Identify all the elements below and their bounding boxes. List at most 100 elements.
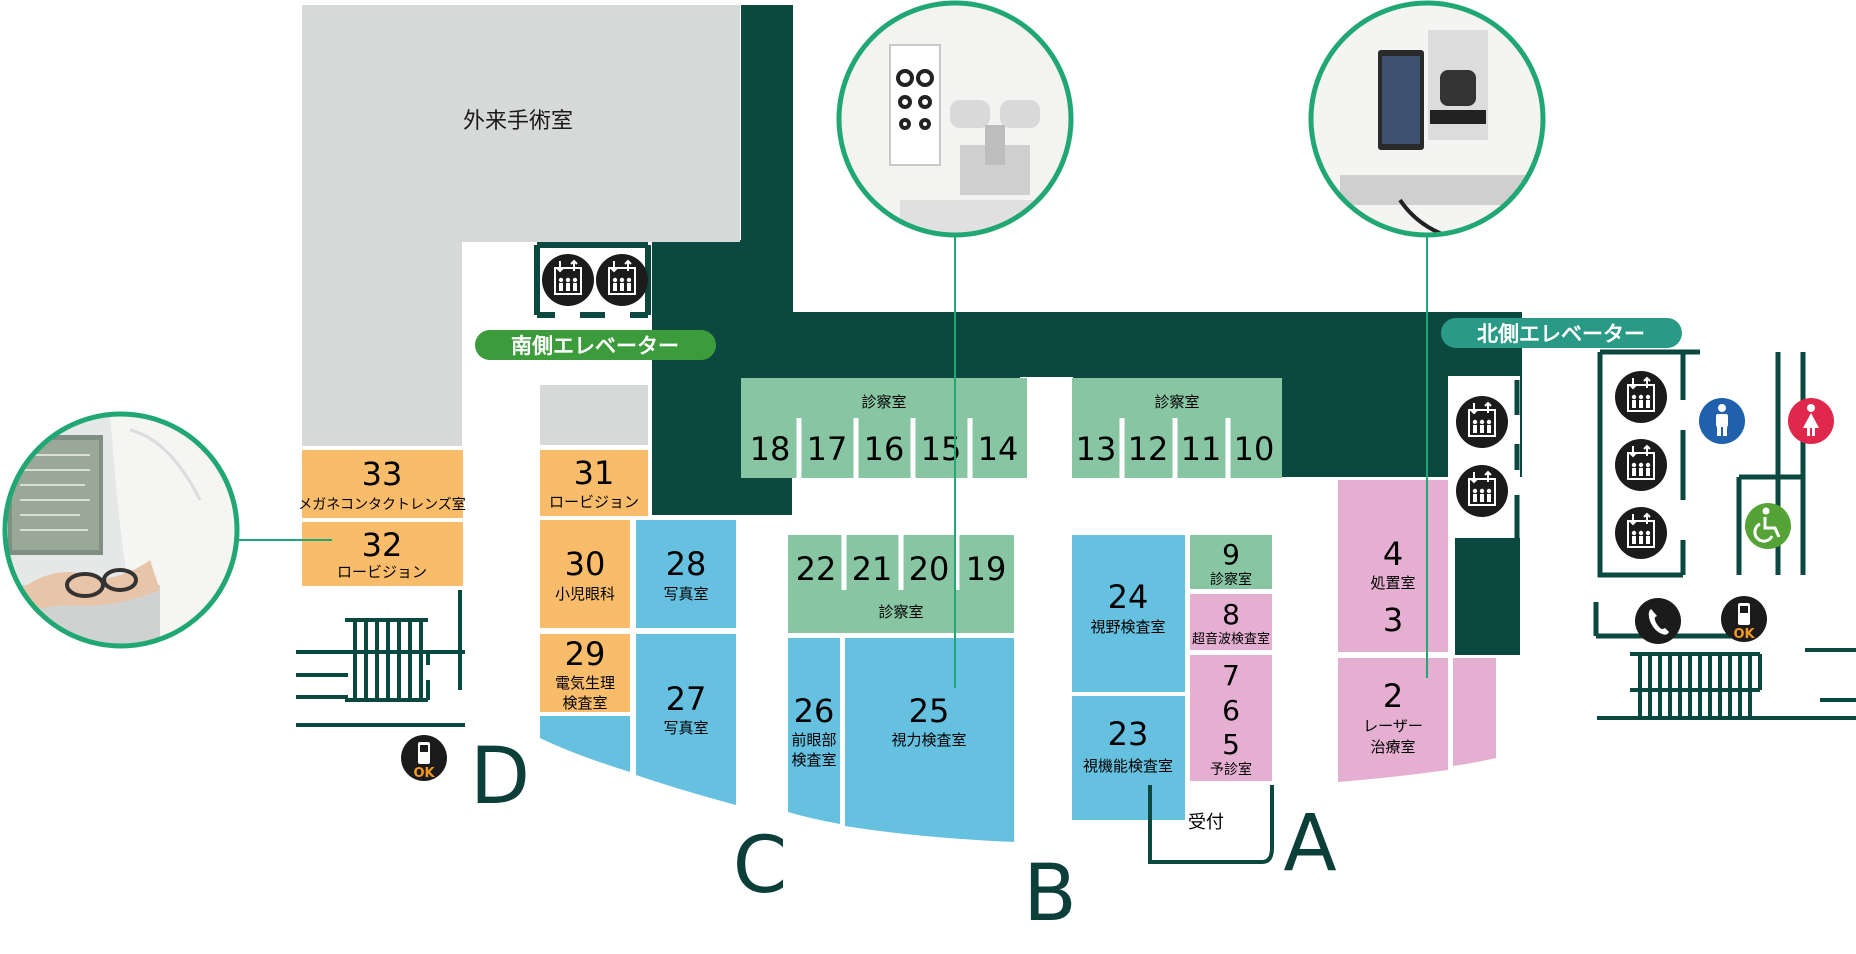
room-6-number: 6: [1222, 694, 1240, 727]
reception-label: 受付: [1188, 812, 1224, 833]
room-29[interactable]: 29 電気生理 検査室: [540, 634, 630, 712]
exam-rooms-13-10[interactable]: 診察室 13 12 11 10: [1072, 378, 1282, 478]
room-32-number: 32: [362, 526, 403, 564]
room-2-number: 2: [1383, 677, 1403, 715]
accessible-restroom-icon: [1745, 503, 1791, 549]
room-27[interactable]: 27 写真室: [636, 634, 736, 805]
reception-desk[interactable]: 受付: [1148, 785, 1274, 864]
exam-room-20: 20: [909, 550, 950, 588]
room-28-number: 28: [666, 545, 707, 583]
room-26-name-line2: 検査室: [791, 751, 836, 769]
exam-room-16: 16: [864, 430, 905, 468]
room-25-number: 25: [909, 692, 950, 730]
photo-slit-lamp: [1308, 0, 1546, 238]
room-8-number: 8: [1222, 598, 1240, 631]
area-c-label: C: [733, 821, 787, 911]
room-9-number: 9: [1222, 538, 1240, 571]
exam-room-13: 13: [1076, 430, 1117, 468]
callout-lines: [237, 236, 1428, 688]
room-8[interactable]: 8 超音波検査室: [1190, 594, 1272, 650]
room-8-name: 超音波検査室: [1192, 631, 1270, 647]
exam-rooms-22-19[interactable]: 22 21 20 19 診察室: [788, 535, 1014, 633]
exam-room-17: 17: [807, 430, 848, 468]
exam-group-a-title: 診察室: [861, 393, 906, 411]
exam-room-22: 22: [796, 550, 837, 588]
room-25-name: 視力検査室: [891, 731, 966, 749]
room-26-number: 26: [794, 692, 835, 730]
north-elevator-bay-small: [1455, 380, 1520, 538]
public-phone-icon: [1635, 598, 1681, 644]
elevator-icon[interactable]: [1614, 370, 1668, 424]
room-24-number: 24: [1108, 578, 1149, 616]
room-27-number: 27: [666, 680, 707, 718]
room-28[interactable]: 28 写真室: [636, 520, 736, 628]
blue-room-corner: [540, 716, 630, 772]
area-a-label: A: [1283, 799, 1336, 889]
room-29-number: 29: [565, 635, 606, 673]
room-2-name-line1: レーザー: [1363, 717, 1423, 735]
exam-room-10: 10: [1234, 430, 1275, 468]
photo-glasses-fitting: [2, 411, 240, 649]
room-28-name: 写真室: [663, 585, 708, 603]
stairs-north: [1597, 648, 1856, 720]
room-2[interactable]: 2 レーザー 治療室: [1338, 658, 1448, 782]
room-27-name: 写真室: [663, 719, 708, 737]
room-3-number: 3: [1383, 601, 1403, 639]
mens-restroom-icon: [1699, 398, 1745, 444]
elevator-icon[interactable]: [1455, 464, 1509, 518]
room-29-name-line2: 検査室: [562, 694, 607, 712]
south-elevator-bay: [534, 242, 651, 318]
room-24-name: 視野検査室: [1090, 618, 1165, 636]
room-31-name: ロービジョン: [549, 493, 639, 511]
stairs-d: [296, 590, 465, 727]
mobile-phone-ok-icon: [1721, 596, 1767, 642]
elevator-icon[interactable]: [1614, 438, 1668, 492]
room-33-name: メガネコンタクトレンズ室: [298, 496, 465, 513]
room-2-name-line2: 治療室: [1370, 738, 1415, 756]
room-30-number: 30: [565, 545, 606, 583]
room-24[interactable]: 24 視野検査室: [1072, 535, 1185, 692]
room-4-3-name: 処置室: [1370, 574, 1415, 592]
room-32-name: ロービジョン: [337, 563, 427, 581]
room-26[interactable]: 26 前眼部 検査室: [788, 638, 840, 824]
exam-group-b-title: 診察室: [1154, 393, 1199, 411]
womens-restroom-icon: [1788, 398, 1834, 444]
room-9[interactable]: 9 診察室: [1190, 535, 1272, 589]
elevator-icon[interactable]: [1614, 506, 1668, 560]
exam-room-18: 18: [750, 430, 791, 468]
room-7-6-5-name: 予診室: [1210, 761, 1252, 778]
pink-room-small: [1453, 658, 1496, 766]
elevator-icon[interactable]: [541, 253, 595, 307]
room-9-name: 診察室: [1210, 571, 1252, 588]
exam-group-c-title: 診察室: [878, 603, 923, 621]
exam-rooms-18-14[interactable]: 診察室 18 17 16 15 14: [741, 378, 1027, 478]
north-elevator-label: 北側エレベーター: [1477, 322, 1645, 346]
south-elevator-label: 南側エレベーター: [511, 334, 679, 358]
exam-room-11: 11: [1181, 430, 1222, 468]
room-29-name-line1: 電気生理: [555, 674, 615, 692]
room-33[interactable]: 33 メガネコンタクトレンズ室: [298, 450, 466, 518]
room-30[interactable]: 30 小児眼科: [540, 520, 630, 628]
room-31[interactable]: 31 ロービジョン: [540, 450, 648, 516]
exam-room-19: 19: [966, 550, 1007, 588]
room-7-number: 7: [1222, 659, 1240, 692]
area-d-label: D: [470, 732, 530, 822]
mobile-phone-ok-icon: [401, 735, 447, 781]
room-23-name: 視機能検査室: [1083, 757, 1173, 775]
exam-room-14: 14: [978, 430, 1019, 468]
elevator-icon[interactable]: [595, 253, 649, 307]
room-7-6-5[interactable]: 7 6 5 予診室: [1190, 655, 1272, 781]
room-4-3[interactable]: 4 処置室 3: [1338, 480, 1448, 652]
room-32[interactable]: 32 ロービジョン: [302, 522, 463, 586]
room-26-name-line1: 前眼部: [791, 731, 836, 749]
outpatient-surgery-room[interactable]: [302, 5, 740, 446]
room-30-name: 小児眼科: [555, 585, 615, 603]
room-31-number: 31: [574, 454, 615, 492]
elevator-icon[interactable]: [1455, 395, 1509, 449]
gray-room-small: [540, 385, 648, 445]
exam-room-21: 21: [852, 550, 893, 588]
room-23[interactable]: 23 視機能検査室: [1072, 696, 1185, 820]
area-b-label: B: [1023, 849, 1077, 939]
room-25[interactable]: 25 視力検査室: [845, 638, 1014, 842]
